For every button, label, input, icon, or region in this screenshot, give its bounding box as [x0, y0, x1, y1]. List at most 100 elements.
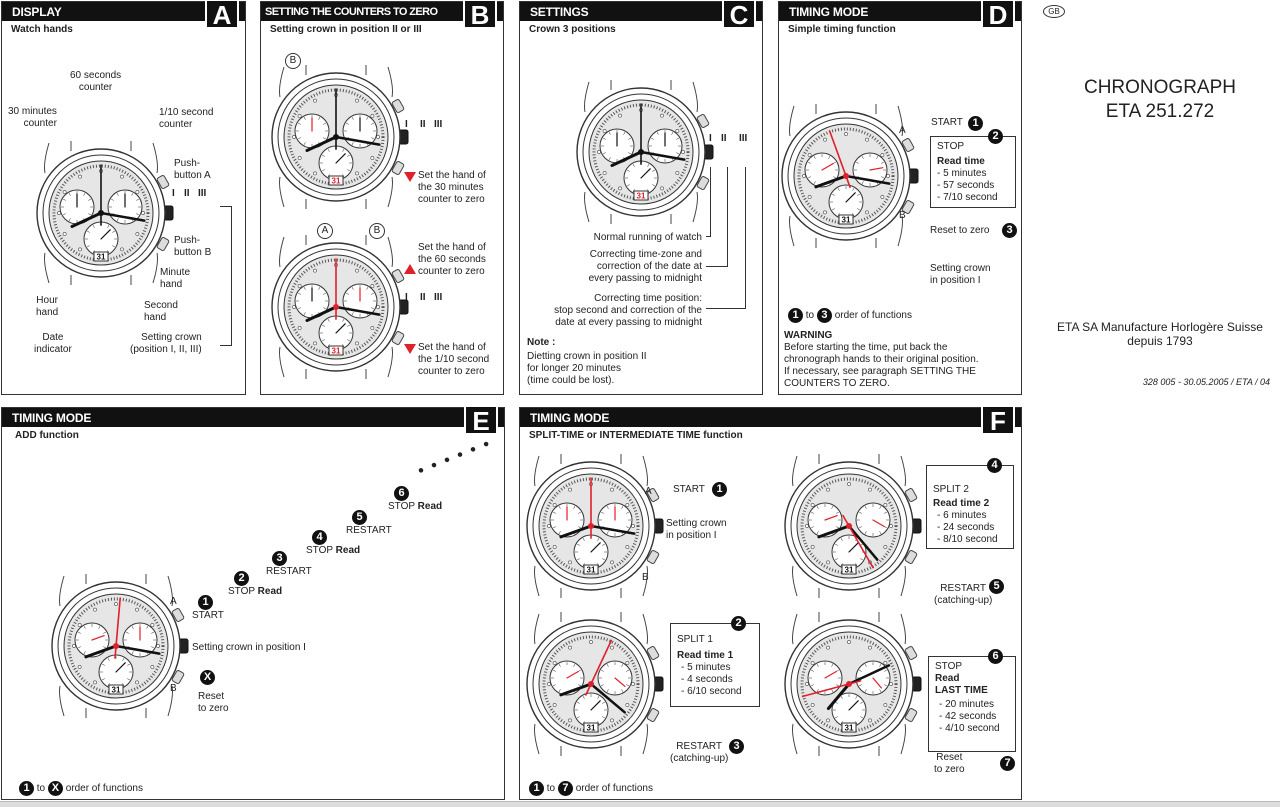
watch-diagram: 31	[769, 604, 929, 764]
watch-diagram: 31	[36, 566, 196, 726]
button-a-label: A	[899, 125, 906, 136]
label-tenth-second-counter: 1/10 second counter	[159, 107, 214, 130]
step-label-bold: Read	[417, 501, 443, 512]
label-pushbutton-b: Push- button B	[174, 235, 212, 258]
stop-minutes: - 20 minutes	[939, 699, 995, 710]
step-badge: 3	[272, 551, 287, 566]
crown-pos-2: II	[721, 133, 727, 144]
read-tenths: - 7/10 second	[937, 192, 998, 203]
watch-diagram: 31	[256, 57, 416, 217]
label-30-minutes-counter: 30 minutes counter	[8, 106, 57, 129]
panel-letter: E	[464, 407, 498, 435]
step-7-badge: 7	[1000, 756, 1015, 771]
label-60-seconds-counter: 60 seconds counter	[70, 70, 122, 93]
step-badge: 6	[394, 486, 409, 501]
crown-pos-1: I	[405, 119, 408, 130]
watch-diagram: 31	[766, 96, 926, 256]
to-text: to	[36, 783, 46, 795]
step-5-badge: 5	[989, 579, 1004, 594]
crown-pos-2: II	[184, 188, 190, 199]
step-label-bold: Read	[335, 545, 361, 556]
crown-pos-3: III	[434, 119, 443, 130]
label-pushbutton-a: Push- button A	[174, 158, 211, 181]
step-label: STOP	[306, 545, 333, 556]
crown-pos-2-desc: Correcting time-zone and correction of t…	[588, 249, 702, 284]
split2-title: SPLIT 2	[933, 484, 969, 495]
crown-pos-2: II	[420, 119, 426, 130]
panel-subtitle: Simple timing function	[788, 24, 896, 35]
callout-a: A	[317, 223, 333, 239]
step-4-badge: 4	[987, 458, 1002, 473]
panel-letter: F	[981, 407, 1015, 435]
step-2-badge: 2	[988, 129, 1003, 144]
horizontal-scrollbar[interactable]	[0, 801, 1280, 807]
arrow-down-icon	[404, 344, 416, 354]
note-title: Note :	[527, 337, 556, 348]
split2-read: Read time 2	[933, 498, 990, 509]
order-text: order of functions	[65, 783, 143, 795]
stop-read: Read	[935, 673, 960, 684]
step-3-badge: 3	[729, 739, 744, 754]
crown-pos-3-desc: Correcting time position: stop second an…	[554, 293, 702, 328]
document-title: CHRONOGRAPH	[1083, 77, 1236, 98]
step-badge: 3	[816, 308, 832, 323]
instruction-60-seconds: Set the hand of the 60 seconds counter t…	[418, 242, 486, 277]
order-legend: 1 to X order of functions	[19, 781, 143, 796]
panel-display: DISPLAY A Watch hands 31 60 seconds coun…	[1, 1, 246, 395]
arrow-up-icon	[404, 264, 416, 274]
step-6-badge: 6	[988, 649, 1003, 664]
panel-split-time: TIMING MODE F SPLIT-TIME or INTERMEDIATE…	[519, 407, 1022, 800]
svg-text:31: 31	[97, 253, 106, 262]
panel-letter: B	[463, 1, 497, 29]
restart-label: RESTART (catching-up)	[934, 583, 993, 606]
watch-diagram: 31	[256, 227, 416, 387]
step-badge: X	[47, 781, 63, 796]
crown-pos-3: III	[739, 133, 748, 144]
reset-label: Reset to zero	[198, 691, 229, 714]
reference-code: 328 005 - 30.05.2005 / ETA / 04	[1142, 377, 1270, 387]
split1-seconds: - 4 seconds	[681, 674, 733, 685]
step-badge: 7	[557, 781, 573, 796]
stop-last-time: LAST TIME	[935, 685, 988, 696]
panel-subtitle: Setting crown in position II or III	[270, 24, 422, 35]
language-badge: GB	[1043, 5, 1065, 18]
crown-instruction: Setting crown in position I	[930, 263, 991, 286]
crown-pos-3: III	[198, 188, 207, 199]
warning-text: Before starting the time, put back the c…	[784, 342, 979, 389]
panel-title: TIMING MODE	[2, 408, 504, 427]
split2-tenths: - 8/10 second	[937, 534, 998, 545]
step-badge: 5	[352, 510, 367, 525]
start-label: START	[931, 117, 963, 128]
watch-diagram: 31	[561, 72, 721, 232]
restart-label: RESTART (catching-up)	[670, 741, 729, 764]
button-a-label: A	[170, 596, 177, 607]
read-seconds: - 57 seconds	[937, 180, 995, 191]
start-label: START	[673, 484, 705, 495]
step-badge: 1	[788, 308, 803, 323]
panel-subtitle: ADD function	[15, 430, 79, 441]
crown-pos-1: I	[172, 188, 175, 199]
order-legend: 1 to 3 order of functions	[788, 308, 912, 323]
order-text: order of functions	[575, 783, 653, 795]
crown-pos-1: I	[709, 133, 712, 144]
svg-text:31: 31	[587, 566, 596, 575]
panel-settings: SETTINGS C Crown 3 positions 31 I II III…	[519, 1, 763, 395]
watch-diagram: 31	[769, 446, 929, 606]
crown-pos-1: I	[405, 292, 408, 303]
svg-text:31: 31	[112, 686, 121, 695]
panel-letter: C	[722, 1, 756, 29]
panel-subtitle: Crown 3 positions	[529, 24, 616, 35]
panel-title: DISPLAY	[2, 2, 245, 21]
split2-seconds: - 24 seconds	[937, 522, 995, 533]
order-legend: 1 to 7 order of functions	[529, 781, 653, 796]
svg-text:31: 31	[587, 724, 596, 733]
svg-text:31: 31	[842, 216, 851, 225]
step-1-badge: 1	[968, 116, 983, 131]
step-badge: 2	[234, 571, 249, 586]
panel-simple-timing: TIMING MODE D Simple timing function 31 …	[778, 1, 1022, 395]
watch-diagram: 31	[511, 446, 671, 606]
